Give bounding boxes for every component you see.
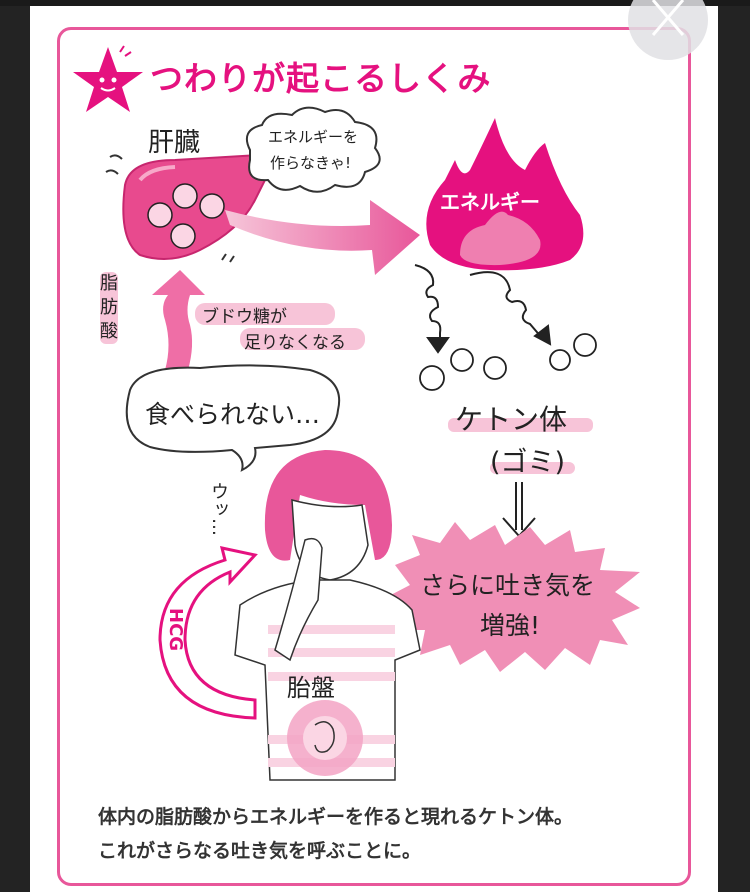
fatty-acid-char-3: 酸 (100, 321, 118, 342)
burst-line-2: 増強! (480, 611, 541, 640)
liver-illustration (105, 153, 268, 263)
energy-label: エネルギー (440, 190, 540, 214)
hcg-arrow (158, 546, 258, 720)
fatty-acid-char-2: 肪 (100, 297, 118, 318)
burst-line-1: さらに吐き気を (420, 571, 596, 600)
page-title: つわりが起こるしくみ (150, 59, 492, 98)
thought-line-2: 作らなきゃ! (270, 154, 352, 172)
thought-line-1: エネルギーを (268, 128, 359, 146)
caption: 体内の脂肪酸からエネルギーを作ると現れるケトン体。 これがさらなる吐き気を呼ぶこ… (98, 800, 573, 868)
arrow-up-fatty-acid (152, 270, 205, 370)
thought-bubble (246, 106, 381, 193)
groan-text: ウッ… (208, 482, 229, 536)
content-frame (57, 27, 691, 886)
fatty-acid-char-1: 脂 (100, 273, 118, 294)
close-icon (651, 0, 685, 36)
placenta-label: 胎盤 (287, 674, 335, 702)
ketone-bodies (419, 333, 597, 391)
speech-bubble (125, 364, 341, 472)
garbage-label: (ゴミ) (490, 447, 566, 478)
ketone-label: ケトン体 (455, 403, 568, 436)
hcg-label: HCG (165, 608, 186, 652)
glucose-note-line-2: 足りなくなる (244, 333, 346, 353)
star-icon (73, 45, 143, 112)
glucose-highlight (195, 303, 335, 325)
woman-illustration (234, 450, 421, 781)
squiggle-arrows (414, 264, 552, 354)
speech-text: 食べられない… (145, 400, 321, 429)
glucose-note-line-1: ブドウ糖が (202, 307, 287, 327)
top-bar (0, 0, 750, 6)
caption-line-2: これがさらなる吐き気を呼ぶことに。 (98, 840, 422, 862)
liver-label: 肝臓 (148, 128, 201, 158)
nausea-burst (385, 522, 640, 672)
arrow-to-energy (225, 200, 420, 275)
fatty-acid-label: 脂 肪 酸 (100, 272, 118, 344)
close-button[interactable] (628, 0, 708, 60)
caption-line-1: 体内の脂肪酸からエネルギーを作ると現れるケトン体。 (98, 806, 574, 828)
energy-flame-icon (426, 118, 584, 271)
